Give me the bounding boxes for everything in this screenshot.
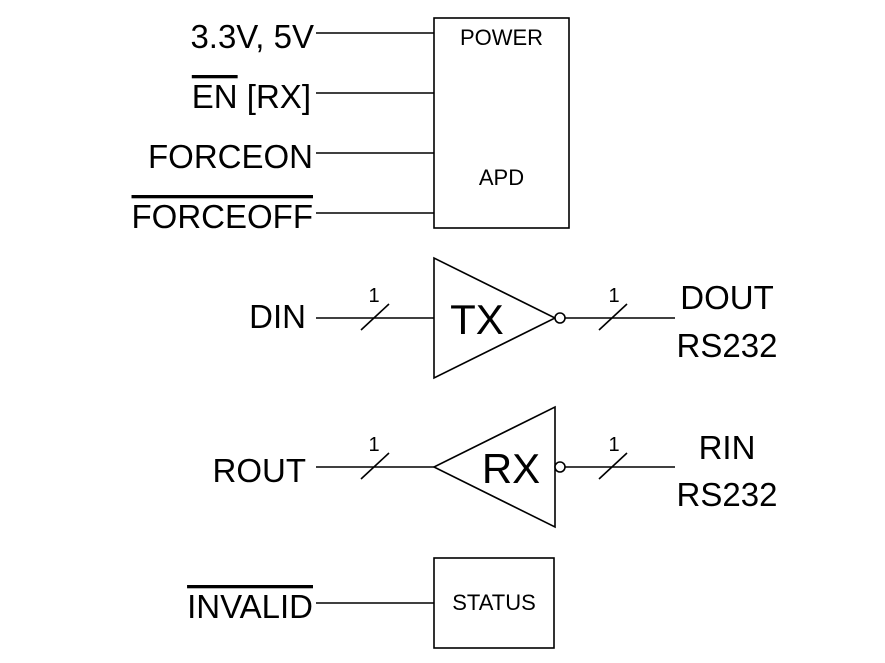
tx-driver-triangle: [433, 256, 557, 380]
din-label: DIN: [249, 298, 306, 335]
invalid-overline-text: INVALID: [187, 588, 313, 625]
forceoff-label: FORCEOFF: [132, 198, 313, 235]
dout-label: DOUT: [680, 279, 774, 316]
tx-output-bus-width: 1: [608, 285, 619, 307]
rx-output-bus-width: 1: [368, 434, 379, 456]
tx-gate-label: TX: [450, 296, 504, 343]
rx-inverter-bubble: [554, 461, 566, 473]
power-block-title: POWER: [460, 25, 543, 50]
tx-inverter-bubble: [554, 312, 566, 324]
status-block: [433, 557, 555, 649]
invalid-label: INVALID: [187, 588, 313, 625]
tx-input-bus-slash: [360, 303, 390, 331]
apd-block-label: APD: [479, 165, 524, 190]
enable-overline-text: EN: [192, 78, 238, 115]
status-block-title: STATUS: [452, 590, 536, 615]
rout-label: ROUT: [213, 452, 307, 489]
rin-rs232-label: RS232: [677, 476, 778, 513]
supply-voltage-text: 3.3V, 5V: [190, 18, 314, 55]
power-apd-block: [433, 17, 570, 229]
rx-input-bus-slash: [598, 452, 628, 480]
rin-label: RIN: [699, 429, 756, 466]
rx-input-bus-width: 1: [608, 434, 619, 456]
rx-output-bus-slash: [360, 452, 390, 480]
tx-output-bus-slash: [598, 303, 628, 331]
forceoff-overline-text: FORCEOFF: [132, 198, 313, 235]
forceon-text: FORCEON: [148, 138, 313, 175]
enable-suffix-text: [RX]: [238, 78, 311, 115]
supply-voltage-label: 3.3V, 5V: [190, 18, 314, 55]
forceon-label: FORCEON: [148, 138, 313, 175]
enable-label: EN [RX]: [192, 78, 311, 115]
rx-gate-label: RX: [482, 445, 540, 492]
tx-input-bus-width: 1: [368, 285, 379, 307]
dout-rs232-label: RS232: [677, 327, 778, 364]
